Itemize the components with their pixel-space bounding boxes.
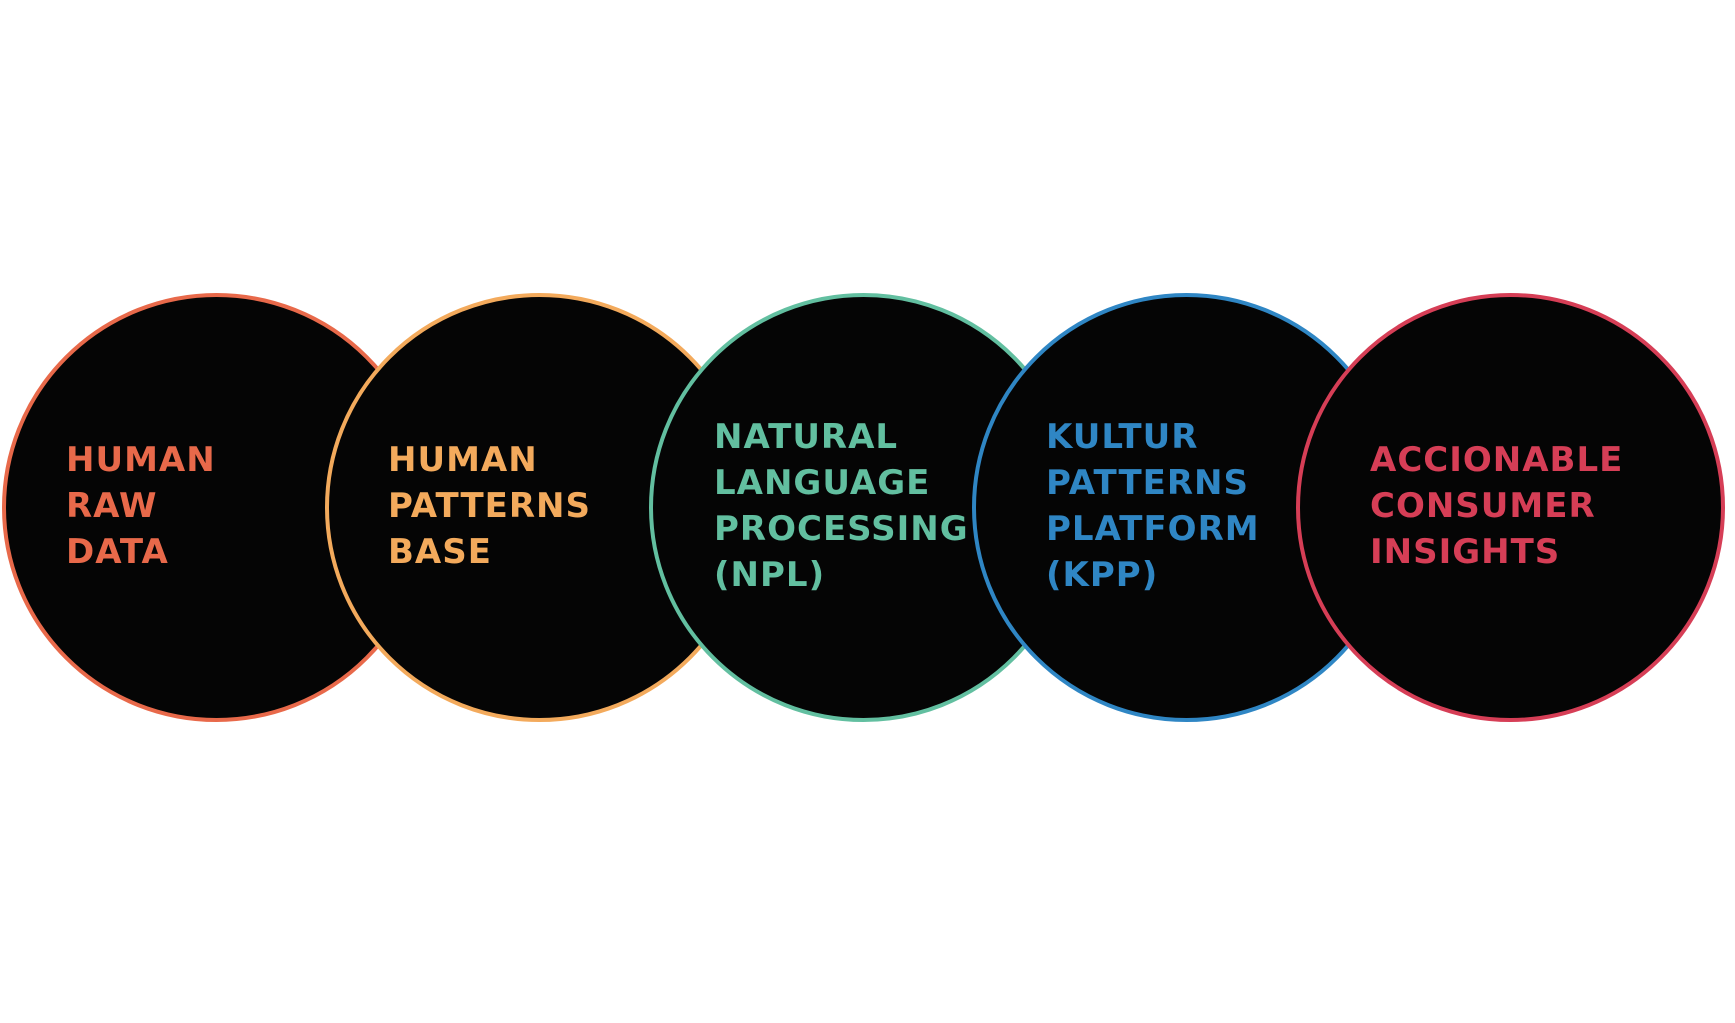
step-label-line: CONSUMER	[1370, 486, 1596, 526]
step-label-line: HUMAN	[66, 440, 216, 480]
step-label-kultur-patterns-platform: KULTUR PATTERNS PLATFORM (KPP)	[1046, 414, 1260, 598]
step-label-line: ACCIONABLE	[1370, 440, 1624, 480]
step-label-line: PROCESSING	[714, 509, 969, 549]
step-label-line: PLATFORM	[1046, 509, 1260, 549]
step-label-line: PATTERNS	[388, 486, 591, 526]
step-label-line: (KPP)	[1046, 555, 1159, 595]
step-label-line: INSIGHTS	[1370, 532, 1561, 572]
step-circle-human-patterns-base: HUMAN PATTERNS BASE	[325, 293, 754, 722]
step-label-human-patterns-base: HUMAN PATTERNS BASE	[388, 437, 591, 575]
step-circle-natural-language-processing: NATURAL LANGUAGE PROCESSING (NPL)	[649, 293, 1078, 722]
step-label-line: BASE	[388, 532, 492, 572]
step-label-human-raw-data: HUMAN RAW DATA	[66, 437, 216, 575]
step-label-line: LANGUAGE	[714, 463, 931, 503]
step-label-line: DATA	[66, 532, 169, 572]
step-label-line: NATURAL	[714, 417, 899, 457]
step-label-line: RAW	[66, 486, 158, 526]
step-label-line: HUMAN	[388, 440, 538, 480]
step-label-line: (NPL)	[714, 555, 826, 595]
step-circle-accionable-consumer-insights: ACCIONABLE CONSUMER INSIGHTS	[1296, 293, 1725, 722]
step-label-line: KULTUR	[1046, 417, 1199, 457]
step-label-accionable-consumer-insights: ACCIONABLE CONSUMER INSIGHTS	[1370, 437, 1623, 575]
step-label-natural-language-processing: NATURAL LANGUAGE PROCESSING (NPL)	[714, 414, 969, 598]
step-label-line: PATTERNS	[1046, 463, 1249, 503]
